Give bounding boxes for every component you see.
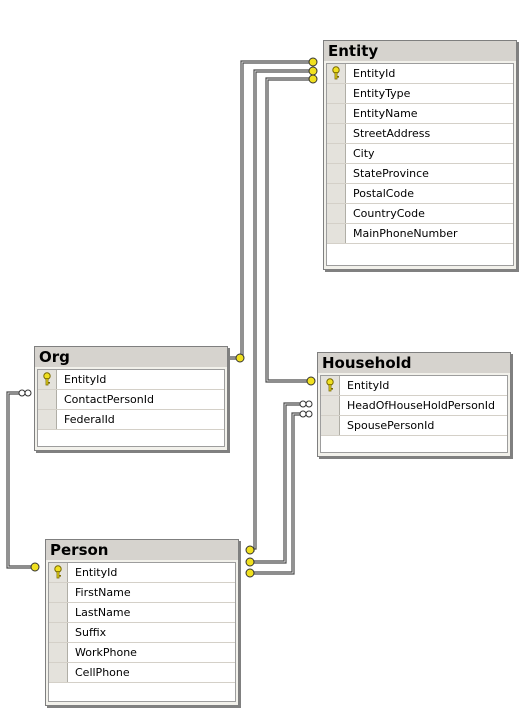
- key-end-icon: [30, 57, 318, 578]
- column-name: EntityId: [347, 379, 390, 392]
- column-name: FirstName: [75, 586, 131, 599]
- column-row[interactable]: HeadOfHouseHoldPersonId: [321, 396, 507, 416]
- row-selector: [327, 124, 346, 143]
- row-selector: [327, 104, 346, 123]
- column-name: EntityName: [353, 107, 418, 120]
- column-row[interactable]: EntityType: [327, 84, 513, 104]
- primary-key-icon: [38, 370, 57, 389]
- row-selector: [327, 164, 346, 183]
- column-name: PostalCode: [353, 187, 414, 200]
- row-selector: [49, 603, 68, 622]
- column-name: StateProvince: [353, 167, 429, 180]
- column-row[interactable]: EntityId: [38, 370, 224, 390]
- column-row[interactable]: Suffix: [49, 623, 235, 643]
- rel-household-head-person: [246, 402, 304, 562]
- column-name: StreetAddress: [353, 127, 431, 140]
- column-name: FederalId: [64, 413, 115, 426]
- rel-household-entity: [267, 79, 312, 381]
- column-name: EntityType: [353, 87, 411, 100]
- row-selector: [49, 643, 68, 662]
- column-row[interactable]: EntityId: [321, 376, 507, 396]
- column-row[interactable]: SpousePersonId: [321, 416, 507, 436]
- table-title: Org: [35, 347, 227, 367]
- rel-org-entity: [228, 62, 312, 358]
- column-row[interactable]: CellPhone: [49, 663, 235, 683]
- column-name: City: [353, 147, 375, 160]
- row-selector: [38, 410, 57, 429]
- column-name: ContactPersonId: [64, 393, 154, 406]
- column-name: Suffix: [75, 626, 107, 639]
- primary-key-icon: [49, 563, 68, 582]
- row-selector: [327, 184, 346, 203]
- table-title: Entity: [324, 41, 516, 61]
- primary-key-icon: [327, 64, 346, 83]
- row-selector: [38, 390, 57, 409]
- column-row[interactable]: StreetAddress: [327, 124, 513, 144]
- column-name: EntityId: [64, 373, 107, 386]
- column-name: CellPhone: [75, 666, 130, 679]
- column-row[interactable]: MainPhoneNumber: [327, 224, 513, 244]
- column-row[interactable]: FirstName: [49, 583, 235, 603]
- primary-key-icon: [321, 376, 340, 395]
- column-row[interactable]: EntityName: [327, 104, 513, 124]
- column-name: EntityId: [353, 67, 396, 80]
- row-selector: [49, 623, 68, 642]
- column-row[interactable]: StateProvince: [327, 164, 513, 184]
- column-row[interactable]: EntityId: [327, 64, 513, 84]
- column-row[interactable]: CountryCode: [327, 204, 513, 224]
- row-selector: [327, 204, 346, 223]
- row-selector: [327, 144, 346, 163]
- column-row[interactable]: WorkPhone: [49, 643, 235, 663]
- table-title: Household: [318, 353, 510, 373]
- rel-org-person: [6, 391, 34, 569]
- rel-person-entity: [246, 71, 312, 550]
- row-selector: [327, 84, 346, 103]
- column-row[interactable]: FederalId: [38, 410, 224, 430]
- table-title: Person: [46, 540, 238, 560]
- column-name: WorkPhone: [75, 646, 137, 659]
- column-row[interactable]: LastName: [49, 603, 235, 623]
- column-name: CountryCode: [353, 207, 425, 220]
- row-selector: [321, 416, 340, 435]
- row-selector: [49, 583, 68, 602]
- row-selector: [49, 663, 68, 682]
- column-row[interactable]: City: [327, 144, 513, 164]
- column-name: LastName: [75, 606, 131, 619]
- row-selector: [327, 224, 346, 243]
- column-row[interactable]: PostalCode: [327, 184, 513, 204]
- row-selector: [321, 396, 340, 415]
- column-row[interactable]: ContactPersonId: [38, 390, 224, 410]
- column-name: EntityId: [75, 566, 118, 579]
- infinity-end-icon: [18, 389, 313, 418]
- column-name: MainPhoneNumber: [353, 227, 458, 240]
- rel-household-spouse-person: [246, 412, 304, 573]
- column-row[interactable]: EntityId: [49, 563, 235, 583]
- column-name: SpousePersonId: [347, 419, 435, 432]
- column-name: HeadOfHouseHoldPersonId: [347, 399, 495, 412]
